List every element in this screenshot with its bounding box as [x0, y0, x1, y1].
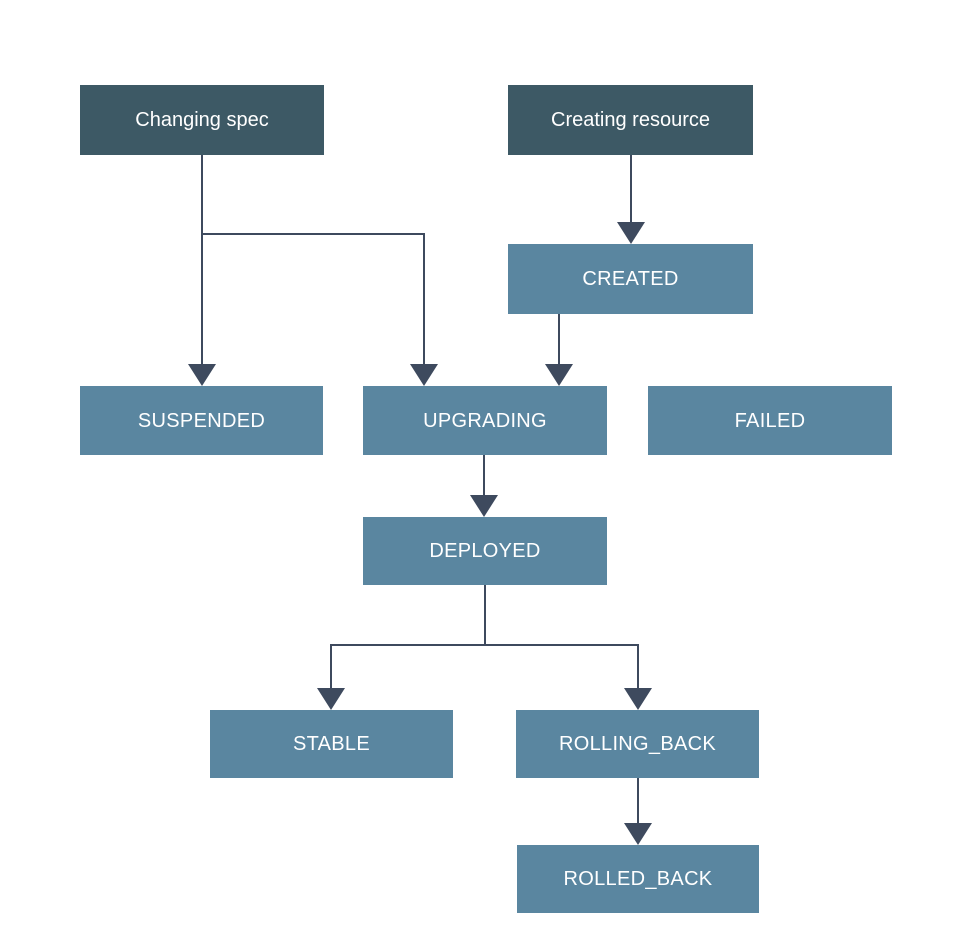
edge-deployed-to-stable	[317, 585, 486, 710]
node-rolled-back: ROLLED_BACK	[517, 845, 759, 913]
edge-rolling-back-to-rolled-back	[624, 778, 652, 845]
node-creating-resource: Creating resource	[508, 85, 753, 155]
node-label: CREATED	[582, 268, 679, 290]
node-label: ROLLED_BACK	[563, 868, 713, 890]
edge-changing-spec-to-upgrading	[202, 233, 438, 386]
arrowhead-icon	[624, 688, 652, 710]
node-label: DEPLOYED	[429, 540, 541, 562]
arrowhead-icon	[188, 364, 216, 386]
node-changing-spec: Changing spec	[80, 85, 324, 155]
node-created: CREATED	[508, 244, 753, 314]
node-failed: FAILED	[648, 386, 892, 455]
node-suspended: SUSPENDED	[80, 386, 323, 455]
node-deployed: DEPLOYED	[363, 517, 607, 585]
edge-creating-resource-to-created	[617, 155, 645, 244]
node-label: Creating resource	[551, 109, 710, 131]
node-label: ROLLING_BACK	[559, 733, 716, 755]
node-label: FAILED	[734, 409, 806, 432]
node-label: SUSPENDED	[137, 409, 266, 432]
node-stable: STABLE	[210, 710, 453, 778]
edge-created-to-upgrading	[545, 314, 573, 386]
node-label: STABLE	[292, 733, 370, 755]
node-upgrading: UPGRADING	[363, 386, 607, 455]
edge-upgrading-to-deployed	[470, 455, 498, 517]
node-label: UPGRADING	[423, 409, 547, 432]
node-label: Changing spec	[135, 109, 269, 131]
arrowhead-icon	[410, 364, 438, 386]
node-rolling-back: ROLLING_BACK	[516, 710, 759, 778]
arrowhead-icon	[617, 222, 645, 244]
edge-deployed-to-rolling-back	[485, 644, 652, 710]
arrowhead-icon	[624, 823, 652, 845]
arrowhead-icon	[545, 364, 573, 386]
edge-changing-spec-to-suspended	[188, 155, 216, 386]
arrowhead-icon	[317, 688, 345, 710]
arrowhead-icon	[470, 495, 498, 517]
